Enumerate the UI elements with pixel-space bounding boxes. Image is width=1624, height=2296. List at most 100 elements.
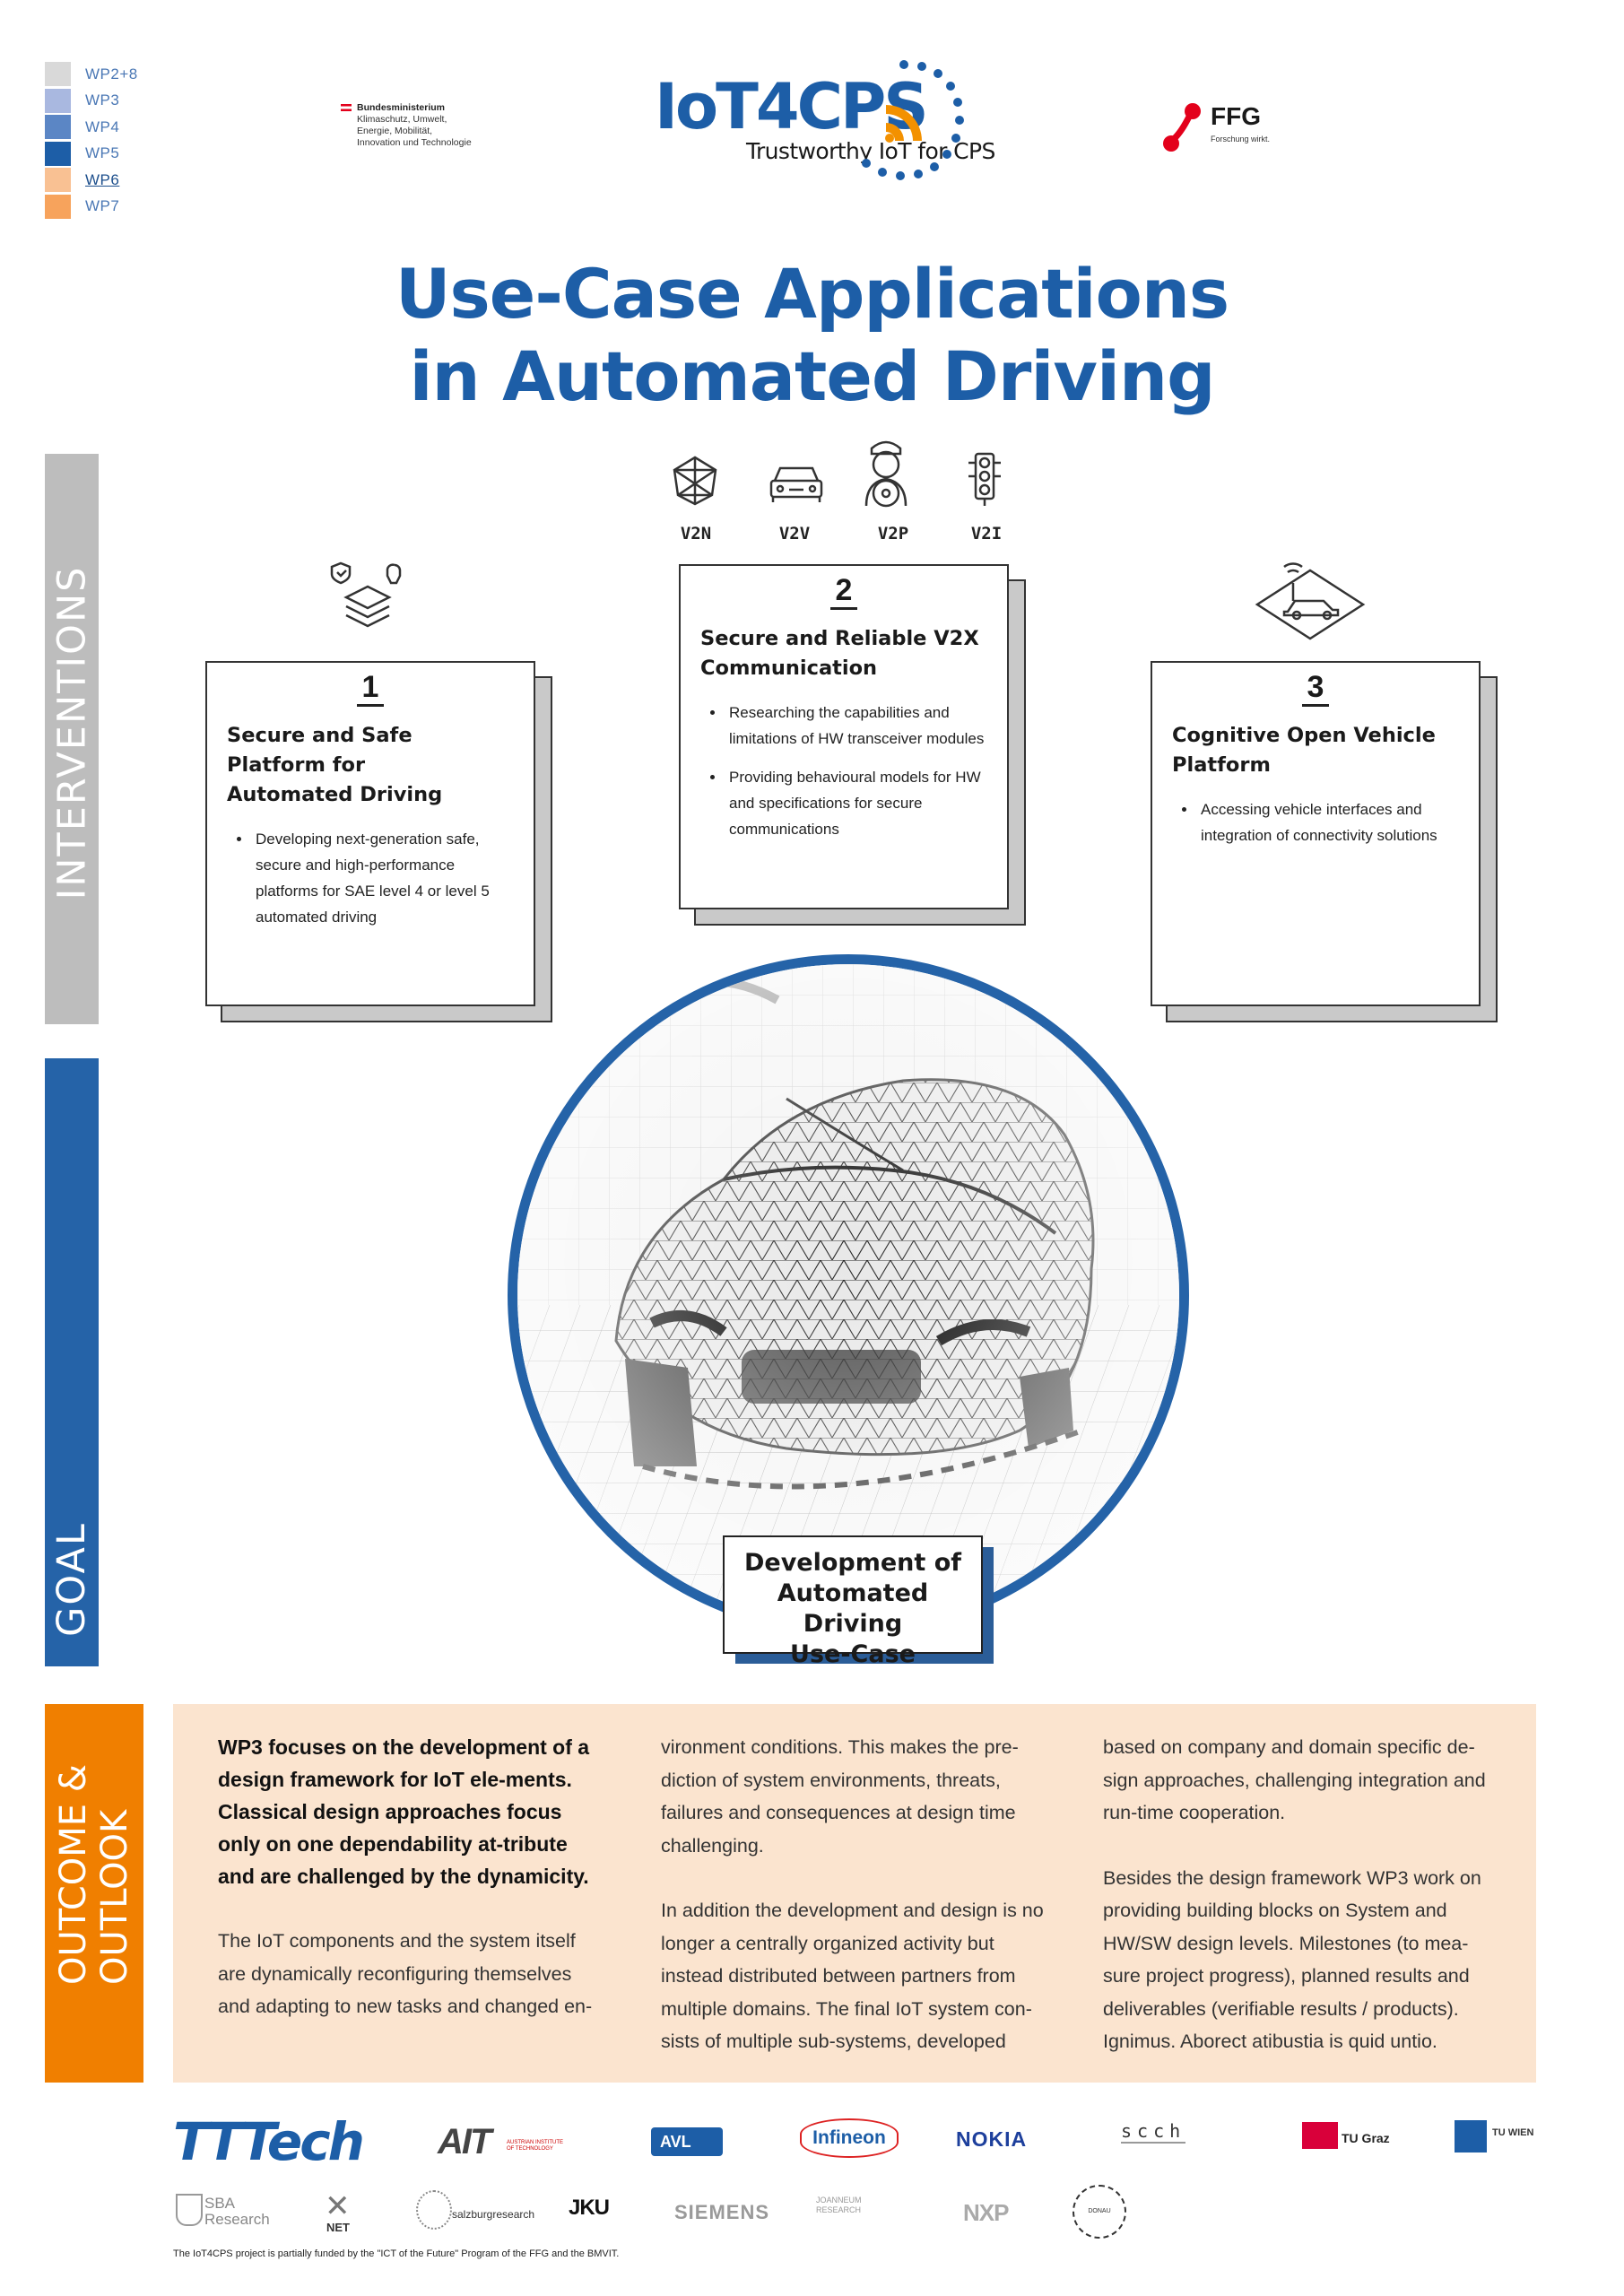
wp-legend-item: WP2+8 <box>45 61 138 88</box>
v2p-label: V2P <box>877 524 909 544</box>
goal-line-2: Automated Driving <box>777 1579 929 1638</box>
box-1-title-line-2: Automated Driving <box>227 783 443 806</box>
v2n-label: V2N <box>680 524 712 544</box>
intervention-box-2: 2 Secure and Reliable V2X Communication … <box>679 564 1009 909</box>
wp-label: WP6 <box>85 170 120 188</box>
tu-graz-mark-icon <box>1302 2122 1338 2149</box>
signal-dots-icon <box>862 60 964 180</box>
outcome-column-2: vironment conditions. This makes the pre… <box>661 1731 1046 2058</box>
wp-label: WP5 <box>85 144 120 162</box>
box-2-bullets: Researching the capabilities and limitat… <box>700 700 987 842</box>
wp-swatch <box>45 168 71 193</box>
network-icon <box>673 456 717 506</box>
box-1-bullets: Developing next-generation safe, secure … <box>227 826 514 930</box>
donau-uni-logo: DONAU UNIVERSITÄT <box>1073 2185 1126 2239</box>
logo-subtitle: Trustworthy IoT for CPS <box>746 138 995 164</box>
box-2-title-line-2: Communication <box>700 657 878 680</box>
logo-main-text: IoT4CPS <box>655 70 929 144</box>
wp-swatch <box>45 88 71 113</box>
box-2-title: Secure and Reliable V2X Communication <box>700 624 987 683</box>
wp-legend-item: WP3 <box>45 88 138 115</box>
wireframe-car-illustration <box>517 964 1179 1626</box>
scch-logo: scch <box>1121 2120 1186 2144</box>
box-3-title-line-2: Platform <box>1172 753 1271 777</box>
ait-logo: AIT <box>438 2122 491 2161</box>
wp-legend-item: WP7 <box>45 194 138 221</box>
outcome-label-line-1: OUTCOME & <box>53 1764 94 1985</box>
ffg-name: FFG <box>1211 102 1261 130</box>
tu-wien-mark-icon <box>1455 2120 1487 2152</box>
salzburgresearch-mark-icon <box>416 2190 452 2230</box>
ministry-logo: Bundesministerium Klimaschutz, Umwelt, E… <box>341 102 511 149</box>
tu-wien-logo: TU WIEN <box>1492 2127 1534 2138</box>
box-1-number: 1 <box>356 670 385 707</box>
v2i-label: V2I <box>970 524 1003 544</box>
nokia-logo: NOKIA <box>956 2127 1028 2151</box>
outcome-col3-text-2: Besides the design framework WP3 work on… <box>1103 1866 1481 2053</box>
outcome-col3-text-1: based on company and domain specific de-… <box>1103 1736 1486 1823</box>
sba-shield-icon <box>176 2194 203 2226</box>
outcome-label: OUTCOME & OUTLOOK <box>53 1764 135 1985</box>
outcome-col1-text: The IoT components and the system itself… <box>218 1930 593 2017</box>
outcome-column-3: based on company and domain specific de-… <box>1103 1731 1489 2058</box>
wp-legend-item: WP6 <box>45 167 138 194</box>
outcome-label-line-2: OUTLOOK <box>94 1809 135 1985</box>
ministry-line-3: Energie, Mobilität, <box>357 126 433 136</box>
outcome-intro-bold: WP3 focuses on the development of a desi… <box>218 1735 590 1888</box>
box-2-number: 2 <box>829 573 858 610</box>
jku-logo: JKU <box>569 2196 610 2220</box>
page-title: Use-Case Applications in Automated Drivi… <box>0 253 1624 418</box>
salzburgresearch-logo: salzburgresearch <box>452 2208 535 2221</box>
wp-label: WP2+8 <box>85 65 138 83</box>
wp-label: WP3 <box>85 91 120 109</box>
box-2-bullet: Providing behavioural models for HW and … <box>725 764 987 842</box>
nxp-logo: NXP <box>963 2199 1009 2226</box>
funding-note: The IoT4CPS project is partially funded … <box>173 2248 620 2259</box>
ministry-line-1: Bundesministerium <box>357 102 446 113</box>
wp-label: WP7 <box>85 197 120 215</box>
box-3-number: 3 <box>1301 670 1330 707</box>
v2v-label: V2V <box>778 524 811 544</box>
wp-legend-item: WP4 <box>45 114 138 141</box>
wp-swatch <box>45 62 71 87</box>
ait-subtitle: AUSTRIAN INSTITUTE OF TECHNOLOGY <box>507 2140 564 2152</box>
wp-swatch <box>45 115 71 140</box>
outcome-column-1: WP3 focuses on the development of a desi… <box>218 1731 604 2023</box>
box-1-title: Secure and Safe Platform for Automated D… <box>227 721 514 810</box>
goal-label: GOAL <box>49 1522 95 1637</box>
ministry-line-4: Innovation und Technologie <box>357 137 472 148</box>
wp-swatch <box>45 141 71 166</box>
siemens-logo: SIEMENS <box>674 2201 770 2223</box>
box-2-title-line-1: Secure and Reliable V2X <box>700 627 979 650</box>
title-line-2: in Automated Driving <box>409 336 1215 416</box>
tttech-logo: TTTech <box>173 2111 365 2172</box>
car-front-icon <box>769 466 823 502</box>
secure-layers-icon <box>330 561 402 628</box>
ffg-tagline: Forschung wirkt. <box>1211 135 1271 144</box>
wp-label: WP4 <box>85 117 120 135</box>
x-net-mark-icon: ✕ <box>325 2189 351 2223</box>
title-line-1: Use-Case Applications <box>395 254 1229 334</box>
joanneum-research-logo: JOANNEUM RESEARCH <box>816 2196 862 2214</box>
iot4cps-logo: IoT4CPS Trustworthy IoT for CPS <box>655 56 995 199</box>
wireframe-car-image <box>508 954 1189 1636</box>
x-net-logo: NET <box>326 2221 350 2234</box>
avl-logo: AVL <box>651 2127 723 2156</box>
infineon-logo: Infineon <box>800 2118 899 2158</box>
box-3-bullets: Accessing vehicle interfaces and integra… <box>1172 796 1459 848</box>
ministry-line-2: Klimaschutz, Umwelt, <box>357 114 447 125</box>
goal-line-1: Development of <box>743 1549 962 1577</box>
wp-legend-item: WP5 <box>45 141 138 168</box>
box-1-bullet: Developing next-generation safe, secure … <box>252 826 514 930</box>
box-1-title-line-1: Secure and Safe Platform for <box>227 724 413 777</box>
goal-sidebar: GOAL <box>45 1058 99 1666</box>
box-3-title-line-1: Cognitive Open Vehicle <box>1172 724 1436 747</box>
box-3-bullet: Accessing vehicle interfaces and integra… <box>1197 796 1459 848</box>
sba-research-logo: SBA Research <box>204 2195 270 2228</box>
outcome-col2-text-2: In addition the development and design i… <box>661 1900 1044 2052</box>
connected-car-icon <box>1255 562 1366 640</box>
goal-box: Development of Automated Driving Use-Cas… <box>723 1535 983 1668</box>
ffg-logo: FFG Forschung wirkt. <box>1162 100 1306 163</box>
tu-graz-logo: TU Graz <box>1342 2131 1390 2145</box>
driver-icon <box>864 440 908 508</box>
